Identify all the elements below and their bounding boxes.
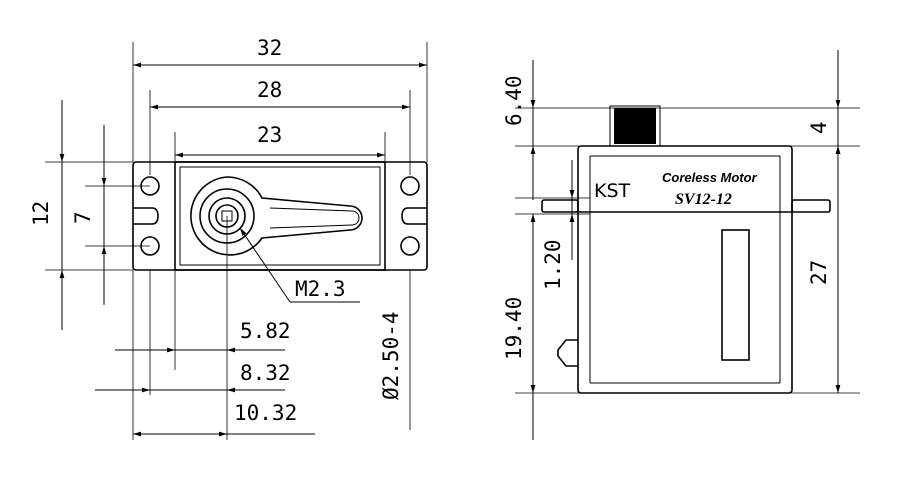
dim-width-holes: 28 bbox=[257, 78, 282, 102]
offset-1-label: 5.82 bbox=[240, 319, 291, 343]
mount-slot-left bbox=[133, 207, 159, 225]
mount-hole-bl bbox=[140, 236, 160, 256]
side-view: KST Coreless Motor SV12-12 6.40 4 27 1.2… bbox=[502, 50, 860, 440]
dim-height-holes: 12 bbox=[29, 201, 53, 226]
flange-left bbox=[541, 199, 579, 213]
mount-slot-right bbox=[401, 207, 427, 225]
servo-body-side bbox=[577, 145, 793, 394]
label-window bbox=[721, 229, 750, 361]
flange-right bbox=[791, 199, 831, 213]
dim-body-lower: 19.40 bbox=[502, 297, 526, 360]
servo-horn bbox=[190, 176, 363, 256]
motor-label: Coreless Motor bbox=[662, 170, 758, 185]
mounting-plate bbox=[132, 161, 428, 271]
dim-horn-height: 6.40 bbox=[502, 75, 526, 126]
brand-label: KST bbox=[594, 180, 631, 202]
mount-hole-tr bbox=[400, 176, 420, 196]
dim-height-tab: 7 bbox=[71, 211, 95, 224]
offset-2-label: 8.32 bbox=[240, 361, 291, 385]
dim-body-height: 27 bbox=[807, 260, 831, 285]
model-label: SV12-12 bbox=[675, 191, 732, 208]
servo-body-front bbox=[174, 161, 386, 271]
hole-diameter-label: Ø2.50-4 bbox=[379, 311, 403, 400]
output-spline-side bbox=[614, 108, 656, 144]
mount-hole-br bbox=[400, 236, 420, 256]
dim-spline-height: 4 bbox=[807, 121, 831, 134]
mount-hole-tl bbox=[140, 176, 160, 196]
screw-size-label: M2.3 bbox=[295, 277, 346, 301]
dim-width-body: 23 bbox=[257, 123, 282, 147]
cable-exit bbox=[557, 339, 578, 367]
dim-width-overall: 32 bbox=[257, 36, 282, 60]
front-view: 32 28 23 12 7 bbox=[29, 36, 428, 440]
dim-flange-thickness: 1.20 bbox=[541, 239, 565, 290]
offset-3-label: 10.32 bbox=[234, 401, 297, 425]
